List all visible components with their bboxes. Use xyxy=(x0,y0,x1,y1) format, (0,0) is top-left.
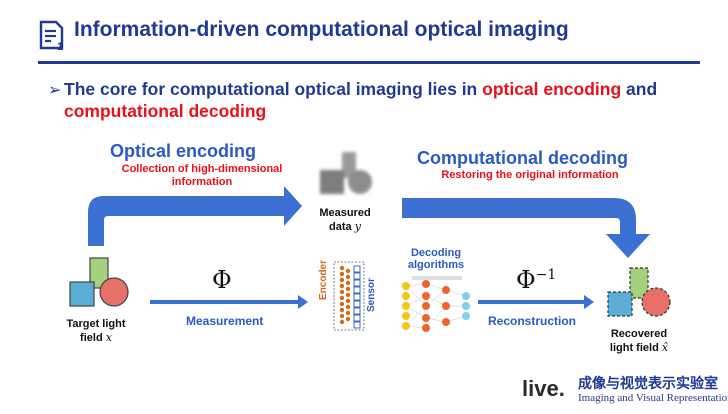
page-title: Information-driven computational optical… xyxy=(74,18,569,41)
title-divider xyxy=(38,61,700,64)
bullet-statement: The core for computational optical imagi… xyxy=(64,78,704,122)
bullet-highlight-encoding: optical encoding xyxy=(482,79,622,99)
bullet-text-start: The core for computational optical imagi… xyxy=(64,79,483,99)
inverse-operator-base: Φ xyxy=(516,266,536,294)
computational-decoding-title: Computational decoding xyxy=(417,148,628,168)
target-light-field-image xyxy=(69,257,129,307)
recovered-line2: light field xyxy=(609,342,659,354)
encoder-sensor-device xyxy=(316,258,376,334)
decoding-line2: algorithms xyxy=(407,259,465,271)
forward-operator: Φ xyxy=(212,266,232,294)
decoding-flow-arrow xyxy=(402,198,650,258)
inverse-operator-exponent: −1 xyxy=(535,267,557,283)
reconstruction-arrow xyxy=(478,295,594,309)
reconstruction-label: Reconstruction xyxy=(488,314,577,328)
measured-line2: data xyxy=(329,221,352,233)
measurement-arrow xyxy=(150,295,308,309)
recovered-line1: Recovered xyxy=(610,328,668,340)
optical-encoding-title: Optical encoding xyxy=(110,141,257,161)
recovered-light-field-label: Recovered light field x̂ xyxy=(596,328,682,355)
target-line2: field xyxy=(80,332,103,344)
lab-name-en: Imaging and Visual Representation xyxy=(578,392,728,404)
recovered-symbol: x̂ xyxy=(661,341,669,354)
bullet-highlight-decoding: computational decoding xyxy=(64,101,267,121)
encoding-flow-arrow xyxy=(88,186,302,246)
lab-name-cn: 成像与视觉表示实验室 xyxy=(578,375,718,391)
target-line1: Target light xyxy=(66,318,126,330)
encoder-label: Encoder xyxy=(318,259,329,300)
computational-decoding-subtitle: Restoring the original information xyxy=(441,169,619,181)
measured-symbol: y xyxy=(354,220,361,233)
measured-line1: Measured xyxy=(319,207,371,219)
decoding-line1: Decoding xyxy=(410,247,462,259)
optical-encoding-subtitle: Collection of high-dimensional informati… xyxy=(86,163,318,189)
recovered-light-field-image xyxy=(607,267,671,317)
sensor-label: Sensor xyxy=(366,278,377,312)
bullet-text-mid: and xyxy=(621,79,658,99)
measured-data-image xyxy=(320,152,372,194)
neural-network-icon xyxy=(402,276,470,332)
svg-text:1: 1 xyxy=(57,41,63,52)
measured-data-label: Measured data y xyxy=(310,207,380,234)
measurement-label: Measurement xyxy=(186,314,264,328)
target-symbol: x xyxy=(105,331,112,344)
bullet-arrow-icon: ➢ xyxy=(48,82,62,99)
target-light-field-label: Target light field x xyxy=(56,318,136,345)
decoding-algorithms-label: Decoding algorithms xyxy=(394,247,478,271)
live-logo: live. xyxy=(522,376,565,401)
inverse-operator: Φ−1 xyxy=(516,266,556,294)
encoder-sensor-icon xyxy=(333,261,365,331)
encoding-subtitle-line1: Collection of high-dimensional xyxy=(121,163,283,175)
encoding-subtitle-line2: information xyxy=(171,176,233,188)
document-icon: 1 xyxy=(39,20,64,52)
